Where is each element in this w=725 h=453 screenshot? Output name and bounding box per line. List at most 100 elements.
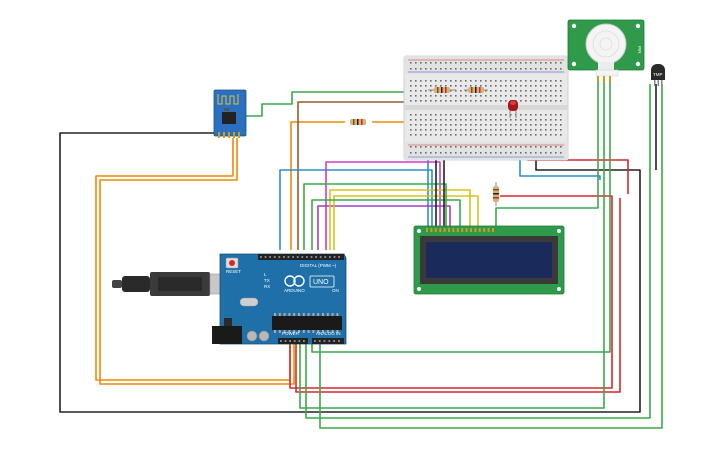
breadboard-hole xyxy=(485,90,487,92)
breadboard-hole xyxy=(515,90,517,92)
breadboard-hole xyxy=(425,85,427,87)
breadboard-hole xyxy=(505,146,507,148)
wire-green-pir-2[interactable] xyxy=(305,84,651,419)
breadboard-hole xyxy=(555,95,557,97)
breadboard[interactable] xyxy=(403,55,569,161)
wire-yellow[interactable] xyxy=(329,189,471,250)
breadboard-hole xyxy=(410,100,412,102)
breadboard-hole xyxy=(455,80,457,82)
breadboard-hole xyxy=(425,152,427,154)
breadboard-hole xyxy=(535,124,537,126)
wire-purple[interactable] xyxy=(317,205,451,250)
wire-red-power-1[interactable] xyxy=(289,195,613,389)
arduino-power-jack[interactable] xyxy=(212,326,242,344)
breadboard-hole xyxy=(480,119,482,121)
breadboard-hole xyxy=(490,152,492,154)
wire-blue-1[interactable] xyxy=(279,169,433,250)
wire-orange-esp-left-2[interactable] xyxy=(99,138,295,385)
temperature-sensor[interactable]: TMP xyxy=(651,64,665,86)
wire-green-pir-1[interactable] xyxy=(299,80,605,409)
chip-leg xyxy=(298,313,300,316)
breadboard-hole xyxy=(550,152,552,154)
lcd-pin xyxy=(443,228,446,232)
breadboard-hole xyxy=(420,62,422,64)
breadboard-hole xyxy=(455,119,457,121)
resistor-orange-wire[interactable] xyxy=(350,119,366,125)
breadboard-hole xyxy=(440,95,442,97)
wire-black-ground-loop[interactable] xyxy=(59,132,641,413)
breadboard-hole xyxy=(415,134,417,136)
breadboard-hole xyxy=(410,68,412,70)
arduino-brand-label: ARDUINO xyxy=(284,288,305,293)
breadboard-hole xyxy=(500,68,502,70)
breadboard-hole xyxy=(425,68,427,70)
breadboard-hole xyxy=(460,134,462,136)
lcd-16x2-display[interactable] xyxy=(413,225,565,295)
breadboard-hole xyxy=(440,119,442,121)
breadboard-hole xyxy=(520,129,522,131)
usb-cable[interactable] xyxy=(112,272,235,296)
breadboard-hole xyxy=(475,85,477,87)
breadboard-hole xyxy=(540,129,542,131)
breadboard-hole xyxy=(475,129,477,131)
lcd-pin xyxy=(478,228,481,232)
breadboard-hole xyxy=(420,95,422,97)
breadboard-hole xyxy=(505,124,507,126)
arduino-digital-pin xyxy=(264,256,267,258)
breadboard-hole xyxy=(410,62,412,64)
chip-leg xyxy=(322,313,324,316)
breadboard-hole xyxy=(540,100,542,102)
breadboard-hole xyxy=(540,85,542,87)
arduino-l-label: L xyxy=(264,272,267,277)
breadboard-hole xyxy=(410,85,412,87)
breadboard-hole xyxy=(485,85,487,87)
breadboard-hole xyxy=(530,119,532,121)
esp-chip xyxy=(222,112,236,124)
breadboard-hole xyxy=(485,62,487,64)
breadboard-hole xyxy=(440,129,442,131)
breadboard-hole xyxy=(470,152,472,154)
breadboard-hole xyxy=(475,124,477,126)
breadboard-hole xyxy=(415,85,417,87)
breadboard-hole xyxy=(510,134,512,136)
wire-green-lcd-2[interactable] xyxy=(303,183,447,250)
led-red[interactable] xyxy=(508,100,518,118)
arduino-uno-board[interactable]: RESET DIGITAL (PWM ~) ARDUINO UNO L TX R… xyxy=(212,253,347,345)
arduino-analog-pin xyxy=(338,340,340,342)
breadboard-hole xyxy=(470,85,472,87)
arduino-digital-pin xyxy=(329,256,331,258)
breadboard-hole xyxy=(515,119,517,121)
breadboard-hole xyxy=(465,134,467,136)
breadboard-hole xyxy=(480,85,482,87)
breadboard-hole xyxy=(540,95,542,97)
esp8266-wifi-module[interactable] xyxy=(213,89,247,138)
wire-red-power-2[interactable] xyxy=(295,198,621,393)
resistor-lcd[interactable] xyxy=(493,182,499,206)
breadboard-hole xyxy=(525,119,527,121)
wire-green-lcd[interactable] xyxy=(311,199,461,250)
breadboard-hole xyxy=(560,134,562,136)
breadboard-hole xyxy=(490,134,492,136)
wire-green-pir-3[interactable] xyxy=(311,80,611,353)
wire-green-temp[interactable] xyxy=(319,84,663,429)
breadboard-hole xyxy=(420,80,422,82)
breadboard-hole xyxy=(510,152,512,154)
wire-brown-arduino-bb[interactable] xyxy=(297,101,412,250)
wire-green-bb-pir[interactable] xyxy=(495,80,599,226)
breadboard-hole xyxy=(460,95,462,97)
breadboard-hole xyxy=(525,124,527,126)
breadboard-hole xyxy=(535,134,537,136)
breadboard-hole xyxy=(500,80,502,82)
wire-blue-bb[interactable] xyxy=(519,150,601,180)
resistor-bb-1[interactable] xyxy=(428,87,456,93)
chip-leg xyxy=(278,313,281,316)
wire-yellow-2[interactable] xyxy=(333,195,479,250)
breadboard-hole xyxy=(410,129,412,131)
breadboard-hole xyxy=(550,119,552,121)
pir-motion-sensor[interactable]: PIR xyxy=(567,19,645,82)
wire-green-esp-bb[interactable] xyxy=(244,91,412,117)
chip-leg xyxy=(293,330,296,333)
pir-dome xyxy=(585,23,627,65)
breadboard-hole xyxy=(495,62,497,64)
resistor-bb-2[interactable] xyxy=(464,87,488,93)
